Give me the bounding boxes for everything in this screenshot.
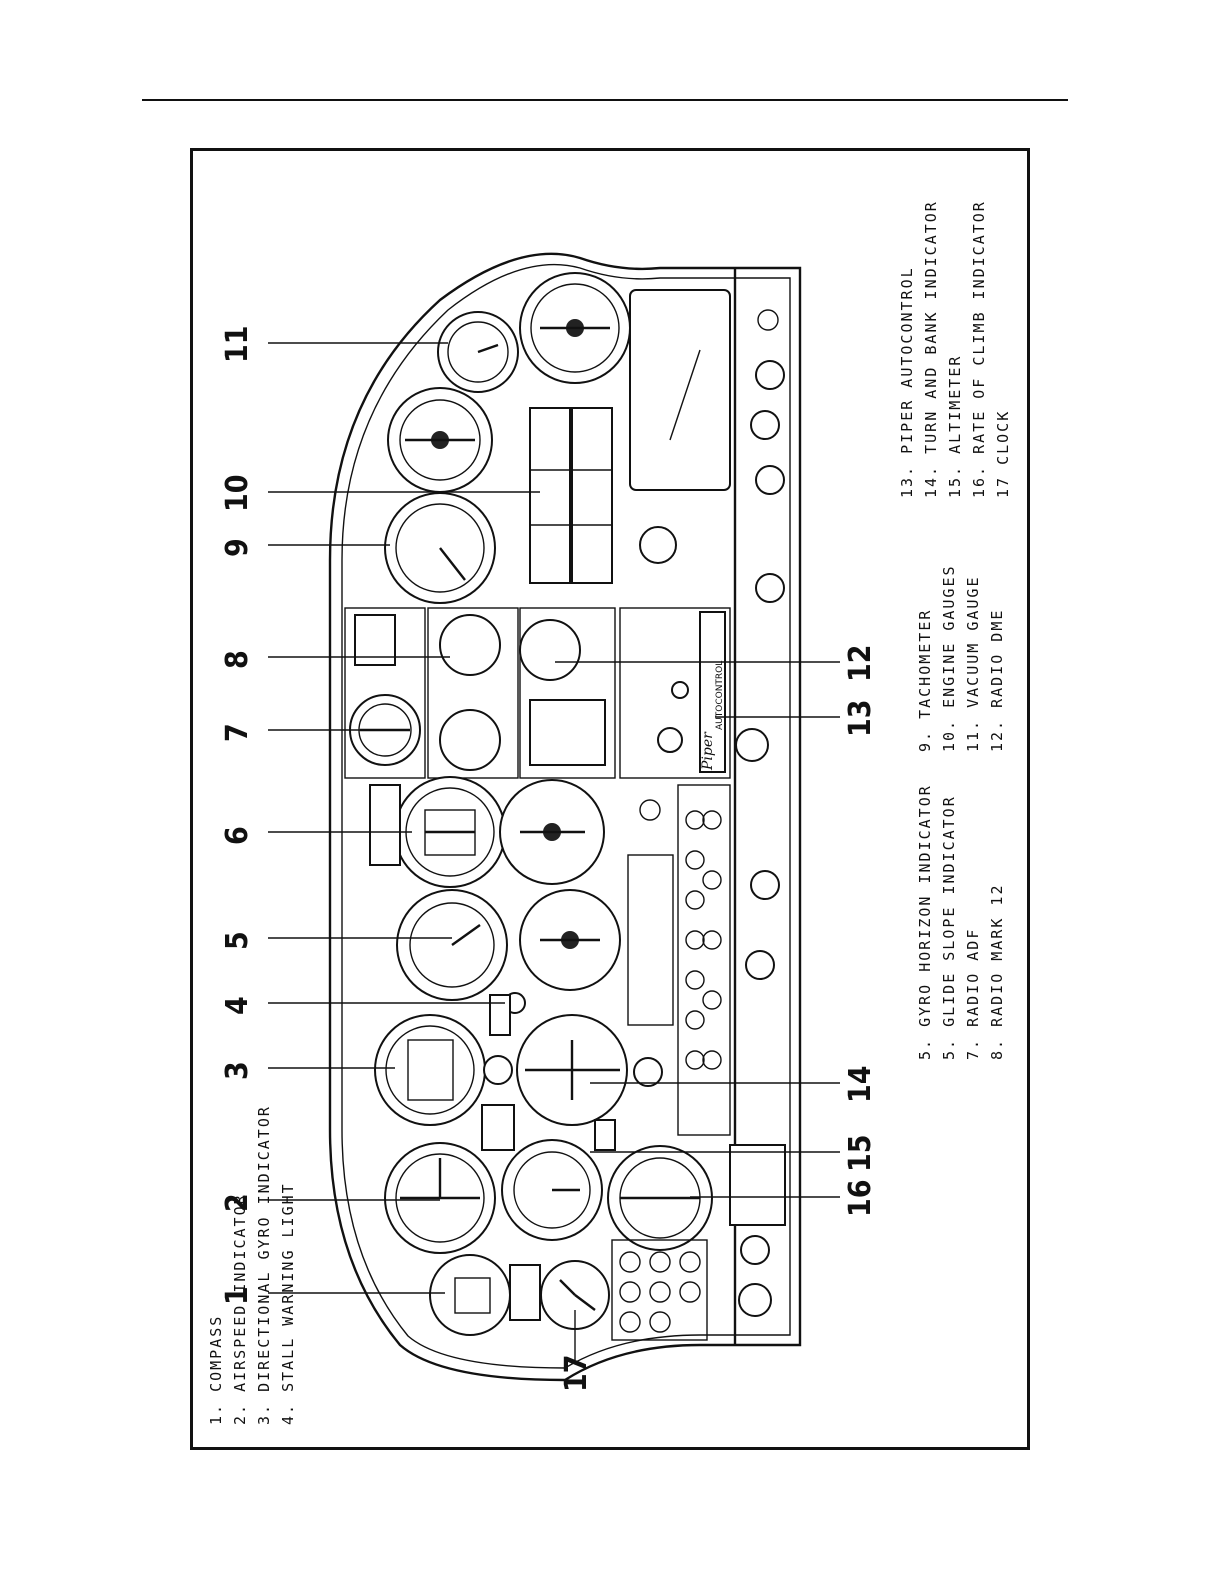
callout-8: 8 (220, 650, 255, 669)
legend-item: 5. GYRO HORIZON INDICATOR (916, 784, 934, 1060)
panel-knob (750, 870, 780, 900)
leader-lines (268, 342, 840, 1360)
legend-item: 15. ALTIMETER (946, 355, 964, 498)
page-top-rule (142, 99, 1068, 101)
callout-15: 15 (843, 1134, 878, 1172)
callout-16: 16 (843, 1179, 878, 1217)
legend-item: 3. DIRECTIONAL GYRO INDICATOR (255, 1105, 273, 1425)
label-plate (594, 1119, 616, 1151)
callout-14: 14 (843, 1065, 878, 1103)
callout-12: 12 (843, 644, 878, 682)
callout-3: 3 (220, 1061, 255, 1080)
legend-item: 2. AIRSPEED INDICATOR (231, 1193, 249, 1425)
callout-13: 13 (843, 699, 878, 737)
callout-7: 7 (220, 723, 255, 742)
legend-item: 13. PIPER AUTOCONTROL (898, 266, 916, 498)
legend-column-2: 5. GYRO HORIZON INDICATOR 5. GLIDE SLOPE… (916, 784, 1006, 1060)
piper-autocontrol: Piper AUTOCONTROL (619, 607, 731, 779)
legend-item: 17 CLOCK (994, 410, 1012, 498)
airspeed-indicator (384, 1142, 496, 1254)
tachometer (384, 492, 496, 604)
legend-item: 16. RATE OF CLIMB INDICATOR (970, 200, 988, 498)
autocontrol-model-label: AUTOCONTROL (715, 661, 725, 730)
legend-column-4: 13. PIPER AUTOCONTROL 14. TURN AND BANK … (898, 200, 1012, 498)
rate-of-climb-indicator (607, 1145, 713, 1251)
legend-item: 10. ENGINE GAUGES (940, 564, 958, 752)
callout-5: 5 (220, 931, 255, 950)
legend-item: 8. RADIO MARK 12 (988, 884, 1006, 1061)
panel-knob (738, 1283, 772, 1317)
panel-knob (483, 1055, 513, 1085)
engine-gauges (529, 407, 613, 584)
callout-11: 11 (220, 325, 255, 363)
legend-column-1: 1. COMPASS 2. AIRSPEED INDICATOR 3. DIRE… (207, 1105, 297, 1425)
label-plate (369, 784, 401, 866)
figure-frame (190, 148, 1030, 1450)
placard (729, 1144, 786, 1226)
legend-item: 12. RADIO DME (988, 609, 1006, 752)
callout-numbers: 1 2 3 4 5 6 7 8 9 10 11 12 13 14 15 16 1… (220, 325, 878, 1392)
legend-item: 9. TACHOMETER (916, 609, 934, 752)
altimeter (501, 1139, 603, 1241)
autopilot-display (629, 289, 731, 564)
directional-gyro-indicator (374, 1014, 486, 1126)
legend-item: 1. COMPASS (207, 1315, 225, 1425)
label-plate (481, 1104, 515, 1151)
callout-9: 9 (220, 538, 255, 557)
clock (540, 1260, 610, 1330)
panel-knob (633, 1057, 663, 1087)
callout-1: 1 (220, 1286, 255, 1305)
lower-gyro-indicator (519, 889, 621, 991)
compass (429, 1254, 511, 1336)
legend-item: 14. TURN AND BANK INDICATOR (922, 200, 940, 498)
legend-item: 4. STALL WARNING LIGHT (279, 1182, 297, 1425)
legend-item: 5. GLIDE SLOPE INDICATOR (940, 795, 958, 1060)
radio-stack (627, 784, 731, 1136)
label-plate (509, 1264, 541, 1321)
right-column-knobs (750, 309, 785, 603)
legend-item: 7. RADIO ADF (964, 928, 982, 1060)
glide-slope-indicator (396, 889, 508, 1001)
attitude-gyro-small (387, 387, 493, 493)
stall-warning-light (489, 992, 526, 1036)
circuit-breaker-panel (611, 1239, 708, 1341)
upper-gyro-indicator (519, 272, 631, 384)
legend-item: 11. VACUUM GAUGE (964, 576, 982, 753)
panel-knob (735, 728, 769, 762)
autocontrol-brand-label: Piper (700, 731, 716, 771)
callout-6: 6 (220, 826, 255, 845)
turn-and-bank-indicator (516, 1014, 628, 1126)
panel-knob (745, 950, 775, 980)
vacuum-gauge (437, 311, 519, 393)
panel-knob (740, 1235, 770, 1265)
callout-2: 2 (220, 1193, 255, 1212)
radio-adf (344, 607, 426, 779)
legend-column-3: 9. TACHOMETER 10. ENGINE GAUGES 11. VACU… (916, 564, 1006, 752)
right-gyro-indicator (499, 779, 605, 885)
callout-4: 4 (220, 996, 255, 1015)
radio-dme (519, 607, 616, 779)
callout-10: 10 (220, 474, 255, 512)
callout-17: 17 (559, 1354, 594, 1392)
legend: 1. COMPASS 2. AIRSPEED INDICATOR 3. DIRE… (207, 200, 1012, 1425)
radio-mark-12 (427, 607, 519, 779)
